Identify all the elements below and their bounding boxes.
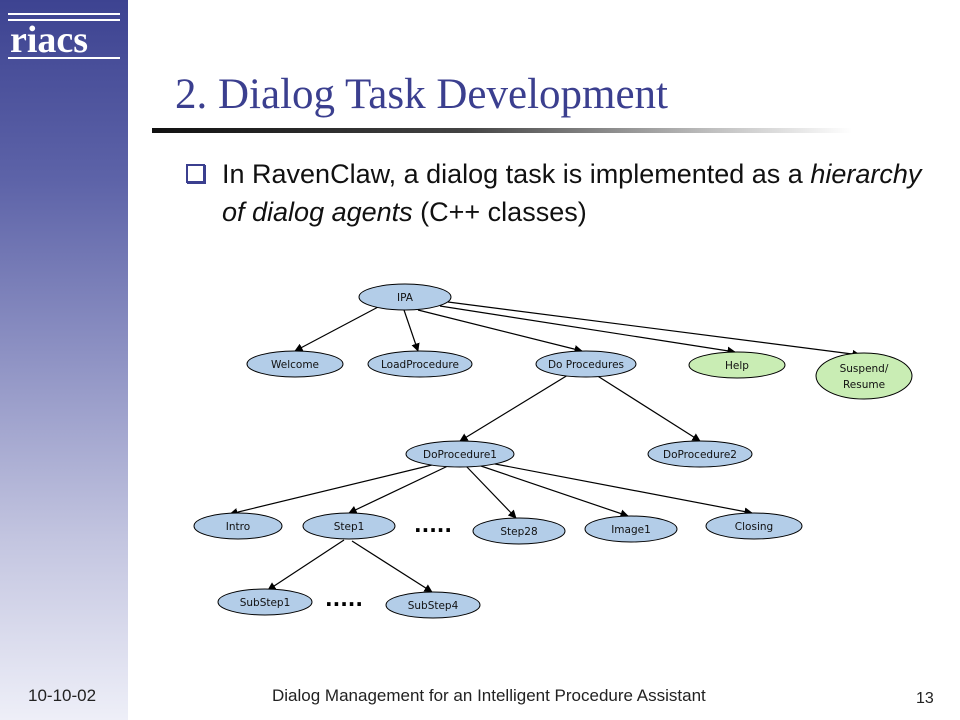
- node-step28: Step28: [472, 517, 566, 545]
- node-substep4: SubStep4: [385, 591, 481, 619]
- node-step1: Step1: [302, 512, 396, 540]
- bullet-text-a: In RavenClaw, a dialog task is implement…: [222, 159, 811, 189]
- node-step1-label: Step1: [334, 521, 365, 533]
- node-suspend-resume: Suspend/ Resume: [815, 352, 913, 400]
- square-bullet-icon: [186, 164, 205, 183]
- svg-text:riacs: riacs: [10, 19, 88, 61]
- node-substep1: SubStep1: [217, 588, 313, 616]
- node-help: Help: [688, 351, 786, 379]
- node-doprocedure1-label: DoProcedure1: [423, 449, 497, 461]
- node-intro-label: Intro: [226, 521, 250, 533]
- edge-doprocedures-doprocedure2: [595, 374, 701, 442]
- edge-doprocedure1-intro: [229, 463, 437, 517]
- node-doprocedures-label: Do Procedures: [548, 359, 624, 371]
- edge-doprocedure1-closing: [489, 462, 753, 516]
- title-underline: [152, 128, 852, 133]
- node-welcome-label: Welcome: [271, 359, 319, 371]
- slide-sidebar: [0, 0, 128, 720]
- substeps-ellipsis: .....: [325, 587, 363, 611]
- edge-ipa-welcome: [294, 305, 381, 352]
- node-image1-label: Image1: [611, 524, 651, 536]
- bullet-text: In RavenClaw, a dialog task is implement…: [222, 155, 922, 231]
- edge-ipa-suspend: [447, 301, 861, 359]
- node-ipa: IPA: [358, 283, 452, 311]
- edge-doprocedure1-image1: [477, 464, 629, 518]
- slide-title: 2. Dialog Task Development: [175, 71, 668, 118]
- node-substep4-label: SubStep4: [408, 600, 459, 612]
- node-loadprocedure-label: LoadProcedure: [381, 359, 459, 371]
- node-image1: Image1: [584, 515, 678, 543]
- diagram-edges: [229, 301, 861, 593]
- steps-ellipsis: .....: [414, 513, 452, 537]
- node-step28-label: Step28: [500, 526, 537, 538]
- bullet-text-italic: hierarchy of dialog agents: [222, 159, 922, 227]
- bullet-text-b: (C++ classes): [412, 197, 587, 227]
- footer-date: 10-10-02: [28, 686, 97, 705]
- node-suspend-label-2: Resume: [843, 379, 885, 391]
- edge-step1-substep4: [351, 540, 433, 593]
- node-substep1-label: SubStep1: [240, 597, 291, 609]
- node-help-label: Help: [725, 360, 749, 372]
- node-doprocedure2-label: DoProcedure2: [663, 449, 737, 461]
- node-closing-label: Closing: [735, 521, 773, 533]
- node-suspend-label-1: Suspend/: [840, 363, 889, 375]
- node-doprocedure1: DoProcedure1: [405, 440, 515, 468]
- footer-title: Dialog Management for an Intelligent Pro…: [272, 686, 706, 705]
- node-loadprocedure: LoadProcedure: [367, 350, 473, 378]
- edge-ipa-loadprocedure: [403, 309, 420, 352]
- node-doprocedure2: DoProcedure2: [647, 440, 753, 468]
- node-welcome: Welcome: [246, 350, 344, 378]
- edge-doprocedure1-step1: [348, 464, 451, 514]
- node-ipa-label: IPA: [397, 292, 414, 304]
- edge-ipa-help: [439, 305, 736, 355]
- edge-ipa-doprocedures: [417, 309, 583, 354]
- node-closing: Closing: [705, 512, 803, 540]
- edge-doprocedure1-step28: [465, 465, 517, 519]
- node-intro: Intro: [193, 512, 283, 540]
- page-number: 13: [916, 690, 934, 707]
- riacs-logo: riacs: [8, 13, 120, 61]
- edge-doprocedures-doprocedure1: [459, 374, 569, 442]
- node-doprocedures: Do Procedures: [535, 350, 637, 378]
- edge-step1-substep1: [267, 539, 345, 591]
